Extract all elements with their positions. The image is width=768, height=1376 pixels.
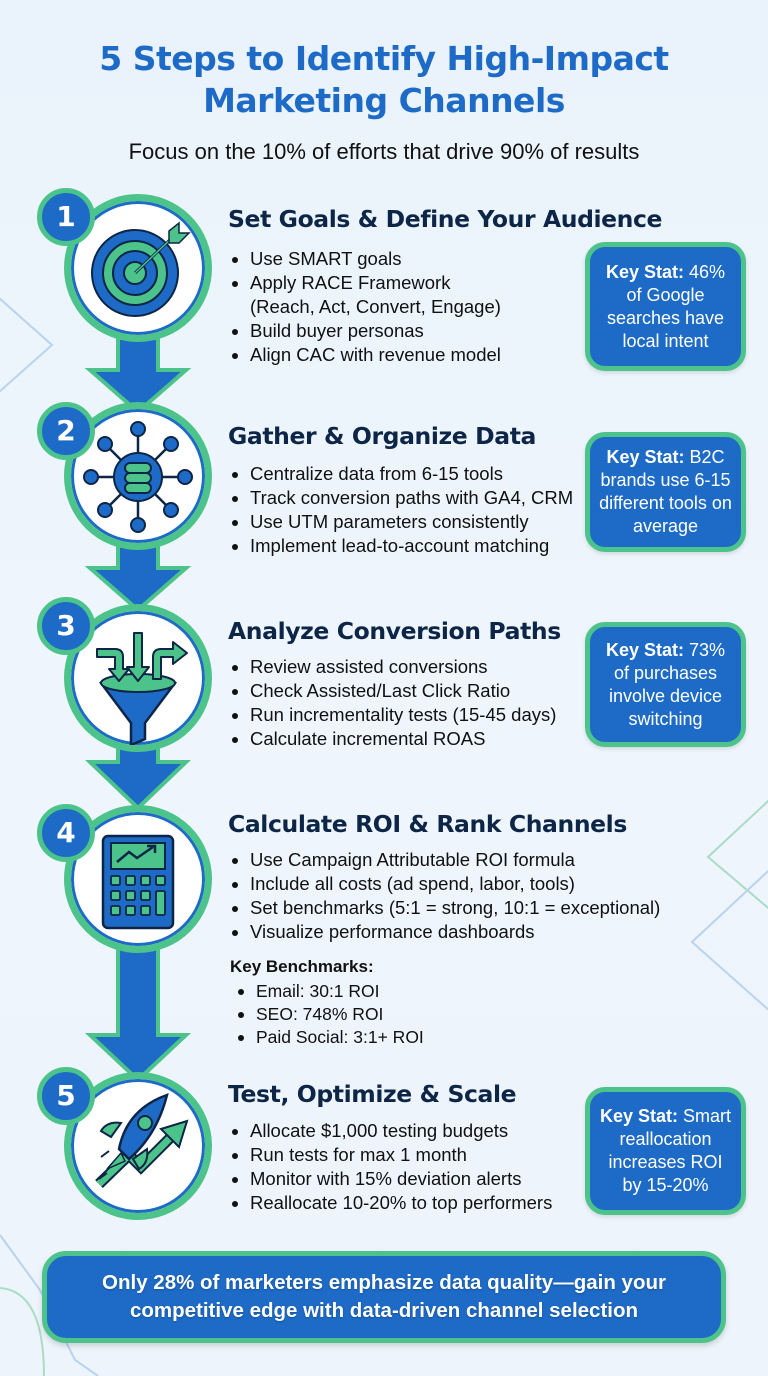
bullet-item: Build buyer personas (230, 319, 501, 343)
bullet-item: Align CAC with revenue model (230, 343, 501, 367)
bullet-item: Visualize performance dashboards (230, 920, 660, 944)
page-subtitle: Focus on the 10% of efforts that drive 9… (128, 139, 640, 164)
footer-callout-banner: Only 28% of marketers emphasize data qua… (42, 1251, 726, 1343)
step-number-badge: 4 (37, 804, 95, 862)
key-stat-label: Key Stat: (606, 447, 685, 467)
key-stat-label: Key Stat: (605, 639, 684, 660)
bullet-item: Allocate $1,000 testing budgets (230, 1119, 552, 1143)
step-bullet-list: Allocate $1,000 testing budgets Run test… (230, 1119, 552, 1215)
title-line-1: 5 Steps to Identify High-Impact (99, 39, 669, 78)
database-network-icon (83, 421, 193, 533)
calculator-chart-icon (101, 834, 175, 930)
bullet-item: Reallocate 10-20% to top performers (230, 1191, 552, 1215)
rocket-growth-icon (95, 1093, 189, 1188)
key-stat-label: Key Stat: (605, 261, 684, 282)
bullet-item: Centralize data from 6-15 tools (230, 462, 573, 486)
step-bullet-list: Use Campaign Attributable ROI formula In… (230, 848, 660, 944)
step-title: Set Goals & Define Your Audience (228, 205, 663, 233)
benchmarks-heading: Key Benchmarks: (230, 957, 374, 976)
benchmark-item: Paid Social: 3:1+ ROI (236, 1026, 424, 1049)
bullet-item: Monitor with 15% deviation alerts (230, 1167, 552, 1191)
bullet-item: Check Assisted/Last Click Ratio (230, 679, 556, 703)
bullet-item: Set benchmarks (5:1 = strong, 10:1 = exc… (230, 896, 660, 920)
step-icon-circle (64, 805, 212, 953)
target-icon (91, 221, 191, 317)
page-title: 5 Steps to Identify High-Impact Marketin… (0, 38, 768, 122)
arrow-down-icon (84, 336, 192, 415)
benchmark-item: SEO: 748% ROI (236, 1003, 424, 1026)
bullet-item: Track conversion paths with GA4, CRM (230, 486, 573, 510)
step-title: Calculate ROI & Rank Channels (228, 810, 627, 838)
bullet-item: Run tests for max 1 month (230, 1143, 552, 1167)
step-title: Analyze Conversion Paths (228, 617, 561, 645)
key-stat-box: Key Stat: Smart reallocation increases R… (585, 1087, 746, 1215)
step-bullet-list: Centralize data from 6-15 tools Track co… (230, 462, 573, 558)
bullet-item: Review assisted conversions (230, 655, 556, 679)
bullet-continuation: (Reach, Act, Convert, Engage) (250, 296, 501, 317)
key-stat-text: 46% of Google searches have local intent (606, 261, 726, 351)
step-title: Test, Optimize & Scale (228, 1080, 517, 1108)
step-number-badge: 5 (37, 1067, 95, 1125)
bullet-item: Use UTM parameters consistently (230, 510, 573, 534)
key-stat-label: Key Stat: (599, 1106, 678, 1126)
benchmarks-list: Email: 30:1 ROI SEO: 748% ROI Paid Socia… (236, 980, 424, 1049)
bullet-item: Apply RACE Framework (230, 271, 501, 295)
benchmark-item: Email: 30:1 ROI (236, 980, 424, 1003)
step-bullet-list: Review assisted conversions Check Assist… (230, 655, 556, 751)
key-stat-text: Smart reallocation increases ROI by 15-2… (608, 1106, 732, 1195)
bullet-item: Use SMART goals (230, 247, 501, 271)
arrow-down-icon (84, 538, 192, 613)
step-icon-circle (64, 604, 212, 752)
key-stat-text: B2C brands use 6-15 different tools on a… (599, 447, 732, 536)
footer-text: Only 28% of marketers emphasize data qua… (102, 1271, 666, 1322)
title-line-2: Marketing Channels (203, 81, 565, 120)
bullet-item: Use Campaign Attributable ROI formula (230, 848, 660, 872)
arrow-down-icon (84, 943, 192, 1083)
bullet-item: Include all costs (ad spend, labor, tool… (230, 872, 660, 896)
key-stat-box: Key Stat: B2C brands use 6-15 different … (585, 432, 746, 552)
key-stat-box: Key Stat: 73% of purchases involve devic… (585, 622, 746, 747)
step-title: Gather & Organize Data (228, 422, 536, 450)
bullet-item: Calculate incremental ROAS (230, 727, 556, 751)
key-stat-text: 73% of purchases involve device switchin… (608, 639, 726, 729)
step-number-badge: 2 (37, 402, 95, 460)
funnel-icon (96, 632, 188, 745)
bullet-item: Run incrementality tests (15-45 days) (230, 703, 556, 727)
step-bullet-list: Use SMART goals Apply RACE Framework (Re… (230, 247, 501, 367)
step-icon-circle (64, 1072, 212, 1220)
step-number-badge: 1 (37, 188, 95, 246)
step-number-badge: 3 (37, 597, 95, 655)
bullet-item: Implement lead-to-account matching (230, 534, 573, 558)
key-stat-box: Key Stat: 46% of Google searches have lo… (585, 242, 746, 371)
